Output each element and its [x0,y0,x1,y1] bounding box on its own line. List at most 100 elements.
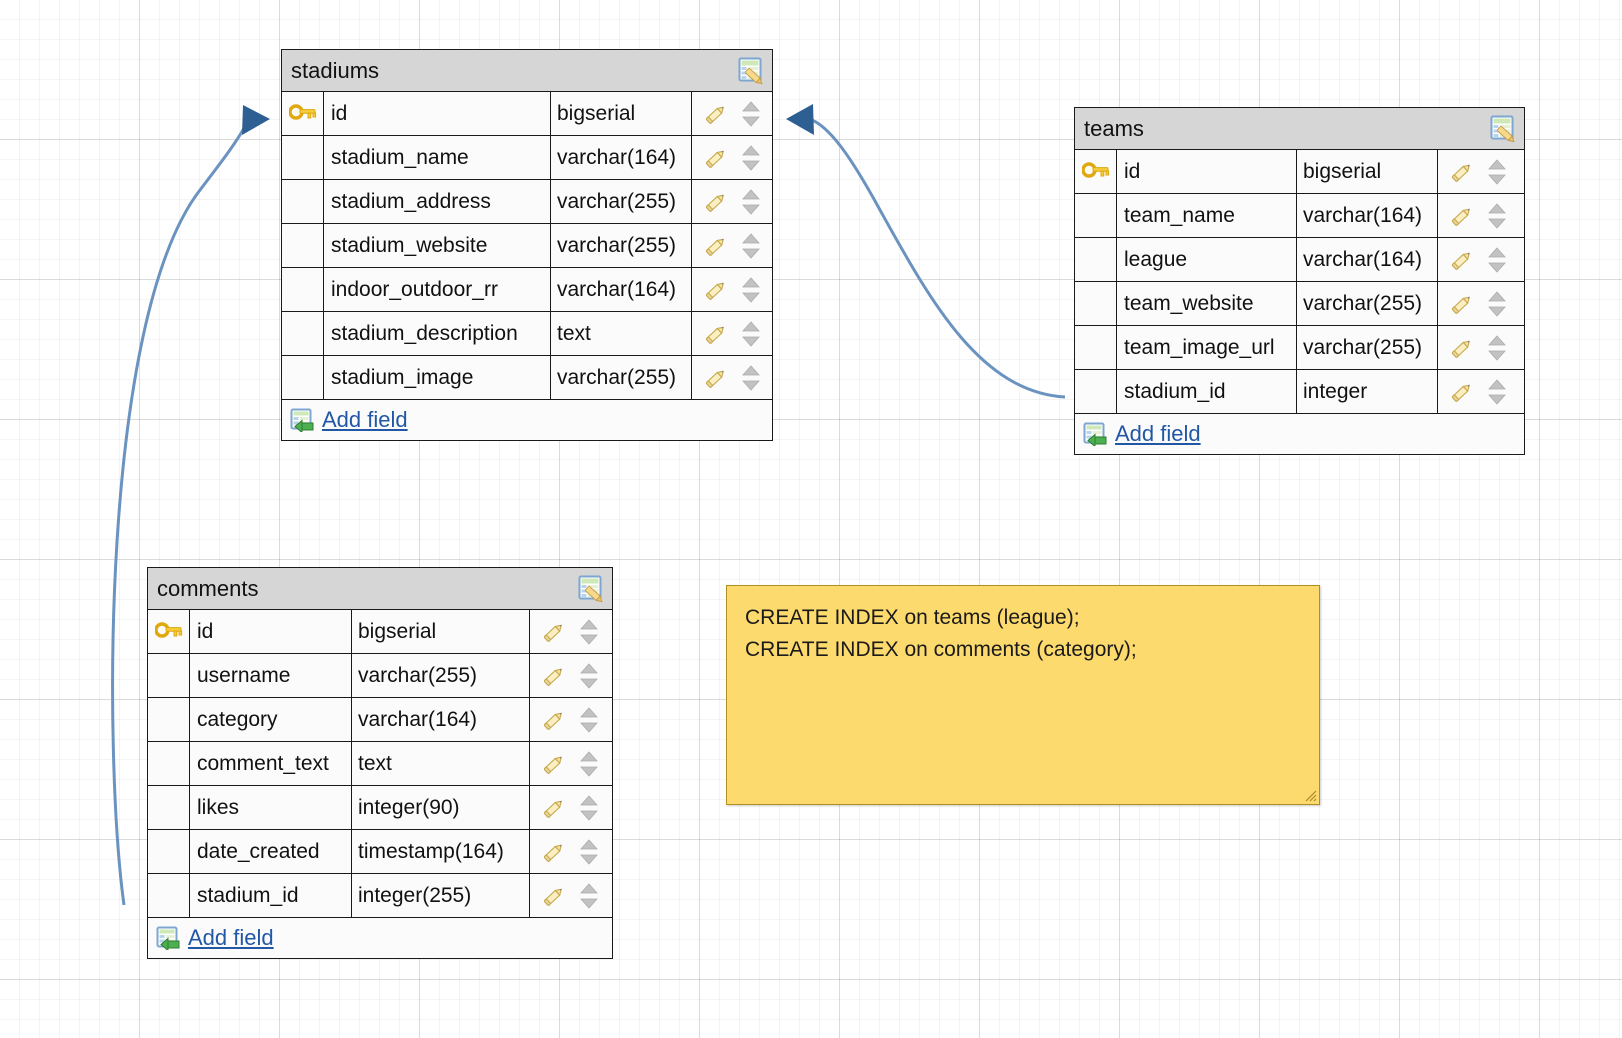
reorder-spinner-icon[interactable] [741,232,761,260]
edit-pencil-icon[interactable] [703,366,729,390]
add-field-comments[interactable]: Add field [148,918,612,958]
edit-pencil-icon[interactable] [1449,292,1475,316]
edit-pencil-icon[interactable] [541,708,567,732]
table-edit-icon[interactable] [736,57,766,85]
edit-pencil-icon[interactable] [541,620,567,644]
reorder-spinner-icon[interactable] [579,838,599,866]
reorder-spinner-icon[interactable] [1487,158,1507,186]
field-type: varchar(164) [1297,194,1438,237]
field-key-cell [282,224,324,267]
reorder-spinner-icon[interactable] [741,188,761,216]
field-type: text [352,742,530,785]
reorder-spinner-icon[interactable] [579,662,599,690]
edit-pencil-icon[interactable] [703,322,729,346]
reorder-spinner-icon[interactable] [1487,202,1507,230]
add-field-teams[interactable]: Add field [1075,414,1524,454]
edit-pencil-icon[interactable] [703,146,729,170]
edit-pencil-icon[interactable] [541,664,567,688]
entity-header-comments[interactable]: comments [148,568,612,610]
edit-pencil-icon[interactable] [703,102,729,126]
field-name: username [190,654,352,697]
field-name: id [190,610,352,653]
edit-pencil-icon[interactable] [541,752,567,776]
reorder-spinner-icon[interactable] [741,320,761,348]
reorder-spinner-icon[interactable] [741,100,761,128]
entity-header-stadiums[interactable]: stadiums [282,50,772,92]
reorder-spinner-icon[interactable] [741,144,761,172]
field-tools [530,610,612,653]
edit-pencil-icon[interactable] [1449,204,1475,228]
reorder-spinner-icon[interactable] [579,794,599,822]
primary-key-icon [148,610,190,653]
table-add-icon [290,408,316,432]
entity-header-teams[interactable]: teams [1075,108,1524,150]
reorder-spinner-icon[interactable] [1487,378,1507,406]
arrowhead-stadiums-left [242,105,270,135]
reorder-spinner-icon[interactable] [1487,290,1507,318]
field-type: varchar(164) [1297,238,1438,281]
table-edit-icon[interactable] [1488,115,1518,143]
edit-pencil-icon[interactable] [541,884,567,908]
edit-pencil-icon[interactable] [1449,160,1475,184]
add-field-stadiums[interactable]: Add field [282,400,772,440]
field-name: team_name [1117,194,1297,237]
reorder-spinner-icon[interactable] [741,276,761,304]
field-name: likes [190,786,352,829]
field-key-cell [282,356,324,399]
primary-key-icon [282,92,324,135]
reorder-spinner-icon[interactable] [1487,334,1507,362]
resize-handle-icon[interactable] [1303,788,1317,802]
edit-pencil-icon[interactable] [1449,248,1475,272]
edit-pencil-icon[interactable] [541,796,567,820]
reorder-spinner-icon[interactable] [1487,246,1507,274]
entity-title: teams [1084,115,1144,141]
sticky-note[interactable]: CREATE INDEX on teams (league); CREATE I… [726,585,1320,805]
edit-pencil-icon[interactable] [1449,380,1475,404]
reorder-spinner-icon[interactable] [579,750,599,778]
reorder-spinner-icon[interactable] [579,882,599,910]
field-name: stadium_image [324,356,551,399]
edit-pencil-icon[interactable] [1449,336,1475,360]
field-type: varchar(164) [551,268,692,311]
edit-pencil-icon[interactable] [703,190,729,214]
reorder-spinner-icon[interactable] [579,706,599,734]
add-field-label[interactable]: Add field [322,407,408,432]
add-field-label[interactable]: Add field [1115,421,1201,446]
edit-pencil-icon[interactable] [703,234,729,258]
reorder-spinner-icon[interactable] [579,618,599,646]
reorder-spinner-icon[interactable] [741,364,761,392]
field-name: comment_text [190,742,352,785]
edit-pencil-icon[interactable] [703,278,729,302]
add-field-label[interactable]: Add field [188,925,274,950]
field-key-cell [282,312,324,355]
edit-pencil-icon[interactable] [541,840,567,864]
table-edit-icon[interactable] [576,575,606,603]
field-name: category [190,698,352,741]
field-tools [530,786,612,829]
